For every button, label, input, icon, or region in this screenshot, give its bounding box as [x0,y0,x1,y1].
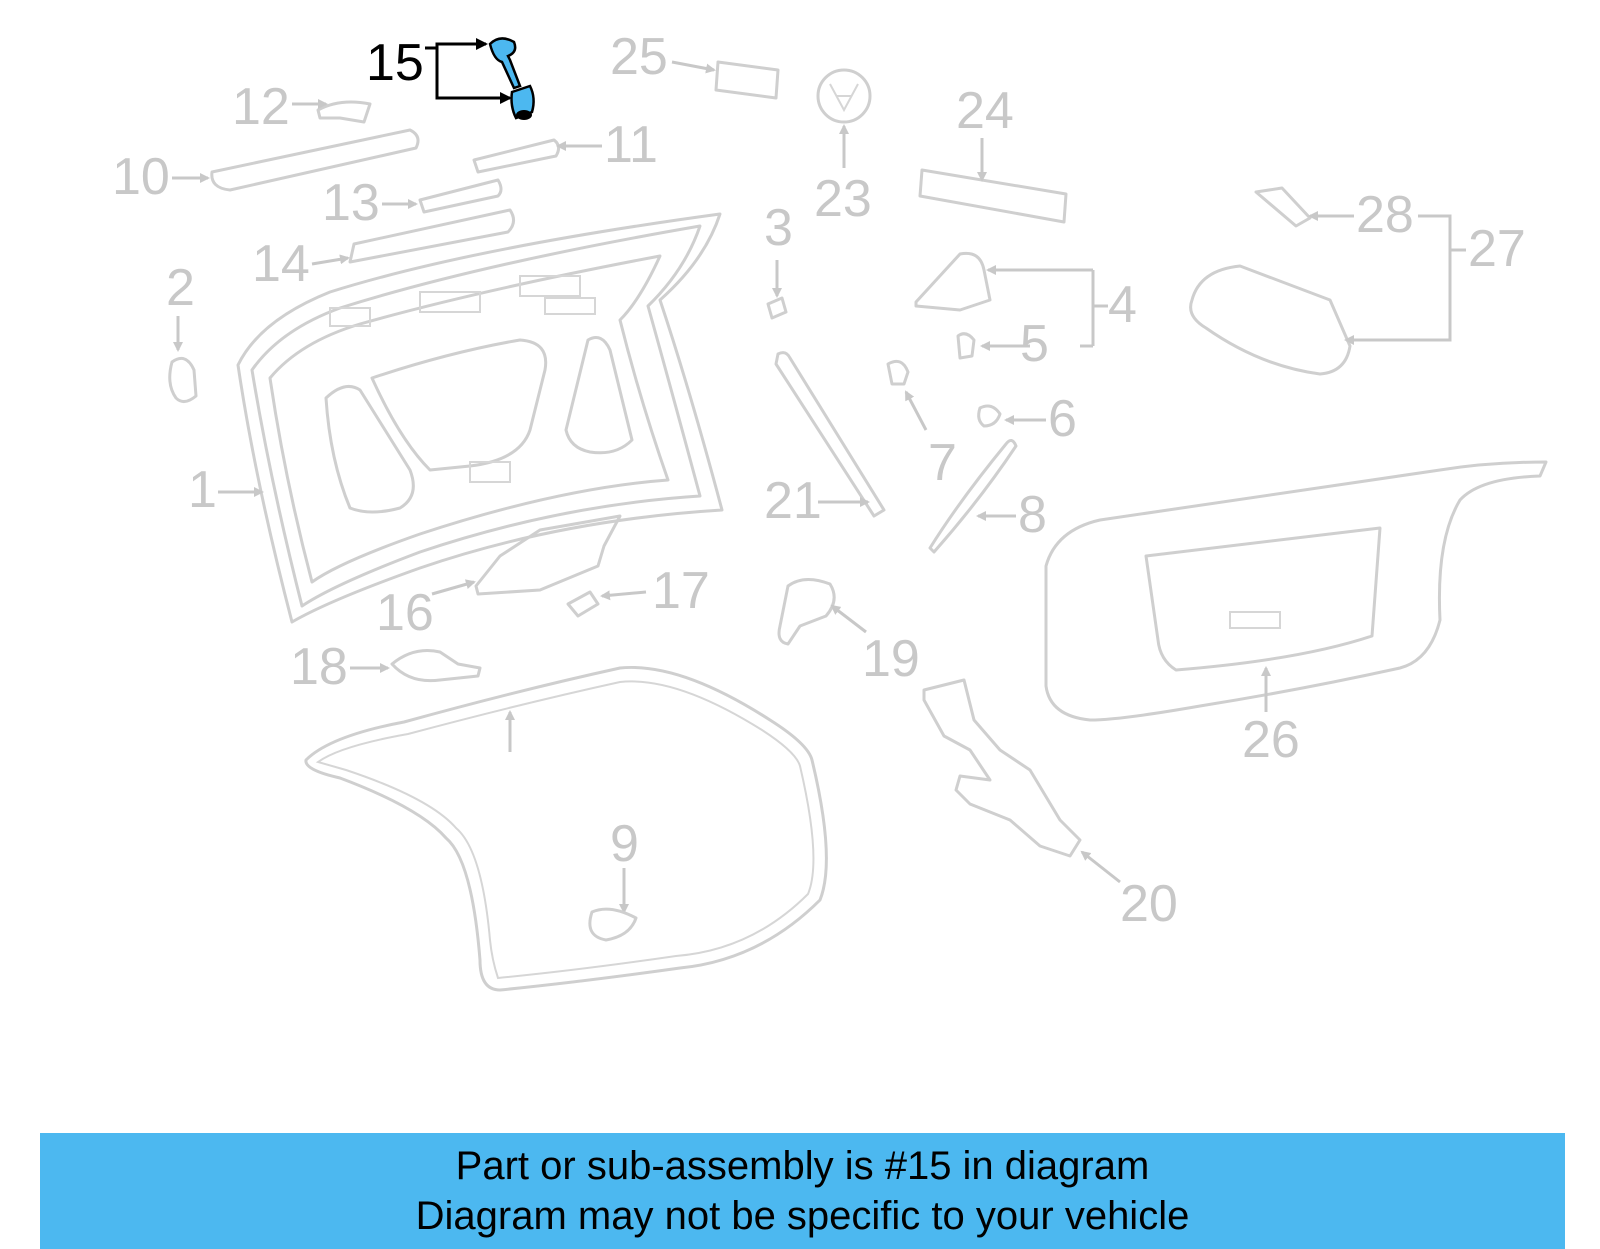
callout-21: 21 [764,472,822,530]
callout-20: 20 [1120,875,1178,933]
callout-28: 28 [1356,186,1414,244]
callout-16: 16 [376,584,434,642]
callout-3: 3 [764,199,793,257]
callout-8: 8 [1018,486,1047,544]
part-4-5 [914,251,992,360]
callout-19: 19 [862,630,920,688]
callout-13: 13 [322,174,380,232]
part-15-highlight[interactable] [425,37,535,120]
callout-11: 11 [604,116,658,174]
trunk-lid-outline [236,212,724,624]
callout-12: 12 [232,78,290,136]
callout-17: 17 [652,562,710,620]
callout-2: 2 [166,259,195,317]
callout-6: 6 [1048,390,1077,448]
callout-25: 25 [610,28,668,86]
banner-line-1: Part or sub-assembly is #15 in diagram [455,1144,1150,1188]
callout-4: 4 [1108,276,1137,334]
callout-1: 1 [188,461,217,519]
callout-7: 7 [928,434,957,492]
callout-24: 24 [956,82,1014,140]
callout-23: 23 [814,170,872,228]
callout-15: 15 [366,34,424,92]
callout-10: 10 [112,148,170,206]
callout-26: 26 [1242,711,1300,769]
callout-27: 27 [1468,220,1526,278]
callout-9: 9 [610,815,639,873]
info-banner: Part or sub-assembly is #15 in diagram D… [40,1133,1565,1249]
callout-18: 18 [290,638,348,696]
banner-line-2: Diagram may not be specific to your vehi… [415,1194,1190,1238]
callout-5: 5 [1020,315,1049,373]
callout-14: 14 [252,235,310,293]
